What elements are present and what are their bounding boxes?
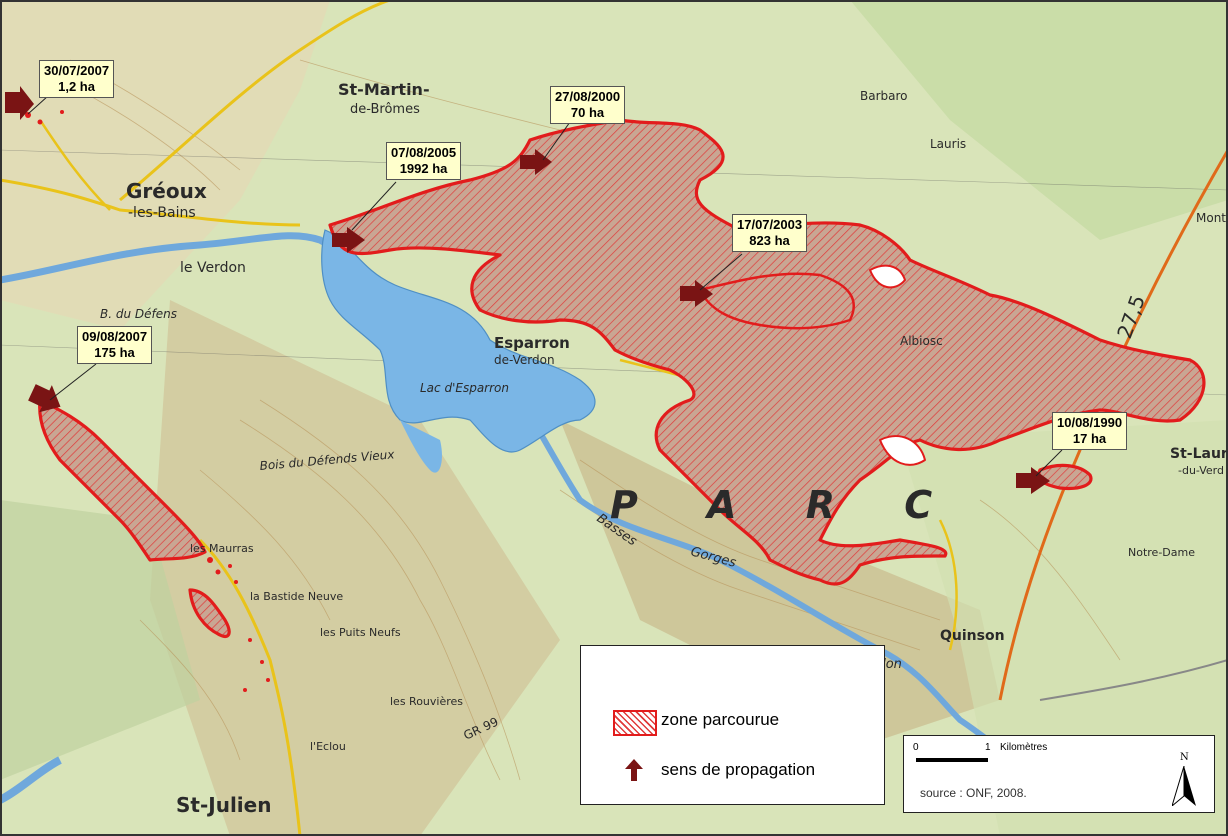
label-st-martin2: de-Brômes xyxy=(350,102,420,117)
label-esparron: Esparron xyxy=(494,334,570,352)
label-barbaro: Barbaro xyxy=(860,89,908,103)
arrow-2007-west xyxy=(28,384,61,413)
label-albiosc: Albiosc xyxy=(900,334,943,348)
label-quinson: Quinson xyxy=(940,628,1005,644)
callout-fire-2007-west: 09/08/2007 175 ha xyxy=(77,326,153,364)
label-maurras: les Maurras xyxy=(190,542,254,555)
callout-fire-2003: 17/07/2003 823 ha xyxy=(732,214,808,252)
hill-shade xyxy=(0,500,200,780)
arrow-2000 xyxy=(520,149,552,175)
label-montp: Montp xyxy=(1196,211,1228,225)
label-st-martin: St-Martin- xyxy=(338,80,430,99)
fire-area: 175 ha xyxy=(94,345,135,360)
burn-zone-1990 xyxy=(1037,463,1093,491)
label-rouvieres: les Rouvières xyxy=(390,695,463,708)
legend-arrow-icon xyxy=(625,759,643,781)
label-lac: Lac d'Esparron xyxy=(420,381,509,395)
hill-shade xyxy=(560,420,1000,740)
callout-fire-2007-north: 30/07/2007 1,2 ha xyxy=(39,60,115,98)
fire-area: 70 ha xyxy=(570,105,605,120)
scale-box: 0 1 Kilomètres N source : ONF, 2008. xyxy=(903,735,1215,813)
arrow-2005 xyxy=(332,227,365,253)
scale-start: 0 xyxy=(913,742,919,753)
label-puits: les Puits Neufs xyxy=(320,626,401,639)
fire-area: 823 ha xyxy=(749,233,790,248)
label-bastide: la Bastide Neuve xyxy=(250,590,343,603)
unburned-island xyxy=(879,435,926,466)
label-greoux: Gréoux xyxy=(126,179,207,203)
source-text: source : ONF, 2008. xyxy=(920,786,1027,800)
fire-date: 30/07/2007 xyxy=(44,63,110,78)
small-fire-dots xyxy=(25,110,270,692)
fire-area: 1992 ha xyxy=(399,161,448,176)
callout-fire-2000: 27/08/2000 70 ha xyxy=(550,86,626,124)
arrow-2003 xyxy=(680,280,713,307)
fire-area: 17 ha xyxy=(1072,431,1107,446)
label-parc: P A R C xyxy=(610,483,960,527)
callout-leaders xyxy=(27,95,1063,477)
label-eclou: l'Eclou xyxy=(310,740,346,753)
lake-esparron xyxy=(321,229,596,453)
arrow-1990 xyxy=(1016,467,1050,494)
callout-fire-1990: 10/08/1990 17 ha xyxy=(1052,412,1128,450)
hill-shade xyxy=(150,300,560,836)
arrow-2007-north xyxy=(5,86,34,120)
label-st-laurent2: -du-Verd xyxy=(1178,464,1224,477)
label-notre-dame: Notre-Dame xyxy=(1128,546,1195,559)
burned-zones xyxy=(38,118,1206,639)
legend-burn-label: zone parcourue xyxy=(661,710,780,729)
scale-bar xyxy=(916,758,988,762)
label-st-laurent: St-Laur xyxy=(1170,446,1228,462)
label-st-julien: St-Julien xyxy=(176,793,271,817)
fire-date: 17/07/2003 xyxy=(737,217,803,232)
fire-date: 07/08/2005 xyxy=(391,145,457,160)
callout-fire-2005: 07/08/2005 1992 ha xyxy=(386,142,462,180)
burn-zone-2003 xyxy=(698,272,855,330)
river-verdon-gorges xyxy=(517,398,1041,773)
scale-end: 1 xyxy=(985,742,991,753)
place-labels: St-Martin- de-Brômes Gréoux -les-Bains l… xyxy=(100,80,1228,817)
north-arrow-icon xyxy=(1172,766,1196,806)
north-label: N xyxy=(1180,752,1189,763)
label-lauris: Lauris xyxy=(930,137,966,151)
lake-inlet xyxy=(400,420,442,473)
forest-area xyxy=(850,0,1228,240)
burn-zone-2007-175ha xyxy=(38,398,207,562)
label-defens: B. du Défens xyxy=(100,307,177,321)
label-verdon: le Verdon xyxy=(180,260,246,276)
legend-burn-swatch xyxy=(613,710,657,736)
propagation-arrows xyxy=(5,86,1050,494)
river-durance xyxy=(0,756,62,804)
fire-date: 10/08/1990 xyxy=(1057,415,1123,430)
scale-unit: Kilomètres xyxy=(1000,742,1048,753)
label-greoux2: -les-Bains xyxy=(128,205,196,221)
burn-zone-2007-patch xyxy=(188,588,231,639)
fire-date: 27/08/2000 xyxy=(555,89,621,104)
label-esparron2: de-Verdon xyxy=(494,353,555,367)
map-legend: zone parcourue sens de propagation xyxy=(580,645,885,805)
fire-area: 1,2 ha xyxy=(58,79,95,94)
legend-propagation-label: sens de propagation xyxy=(661,760,816,779)
unburned-island xyxy=(869,264,906,289)
fire-date: 09/08/2007 xyxy=(82,329,148,344)
